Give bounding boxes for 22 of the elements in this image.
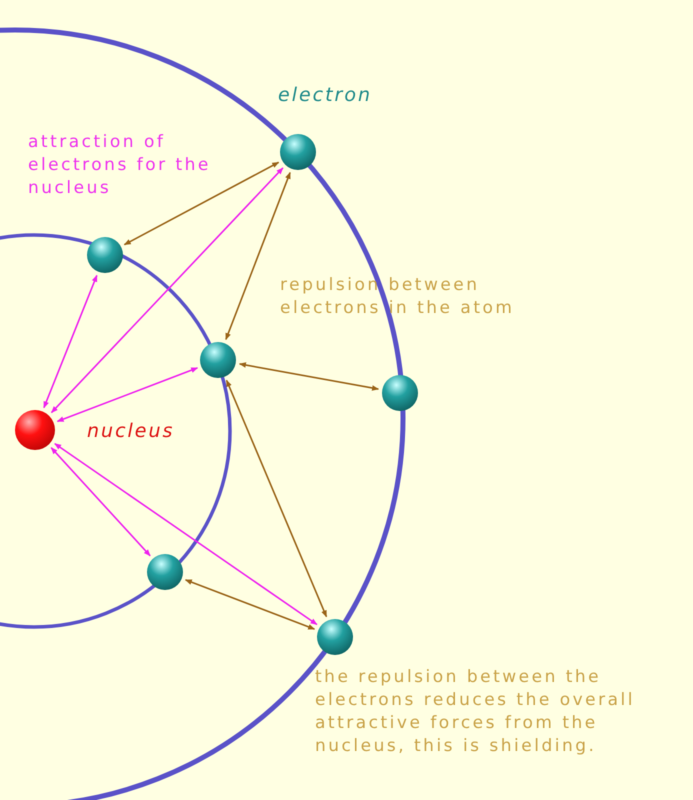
nucleus-sphere [15, 410, 55, 450]
annotation-text: the repulsion between the electrons reduces the overall attractive forces from the nucleus, this is shielding. [315, 666, 636, 758]
annotation-text: repulsion between electrons in the atom [280, 274, 516, 320]
double-arrow [184, 579, 316, 630]
double-arrow [50, 447, 151, 556]
electron-label: electron [278, 84, 372, 106]
annotation-text: attraction of electrons for the nucleus [28, 131, 212, 200]
electron-sphere [382, 375, 418, 411]
nucleus-label: nucleus [87, 420, 174, 442]
electron-sphere [317, 619, 353, 655]
electron-sphere [280, 134, 316, 170]
electron-sphere [200, 342, 236, 378]
double-arrow [225, 172, 291, 340]
double-arrow [43, 274, 98, 408]
double-arrow [56, 367, 198, 422]
electron-sphere [147, 554, 183, 590]
double-arrow [226, 380, 328, 618]
double-arrow [54, 442, 318, 626]
double-arrow [50, 167, 284, 414]
double-arrow [238, 362, 380, 391]
electron-sphere [87, 237, 123, 273]
double-arrow [124, 162, 280, 246]
